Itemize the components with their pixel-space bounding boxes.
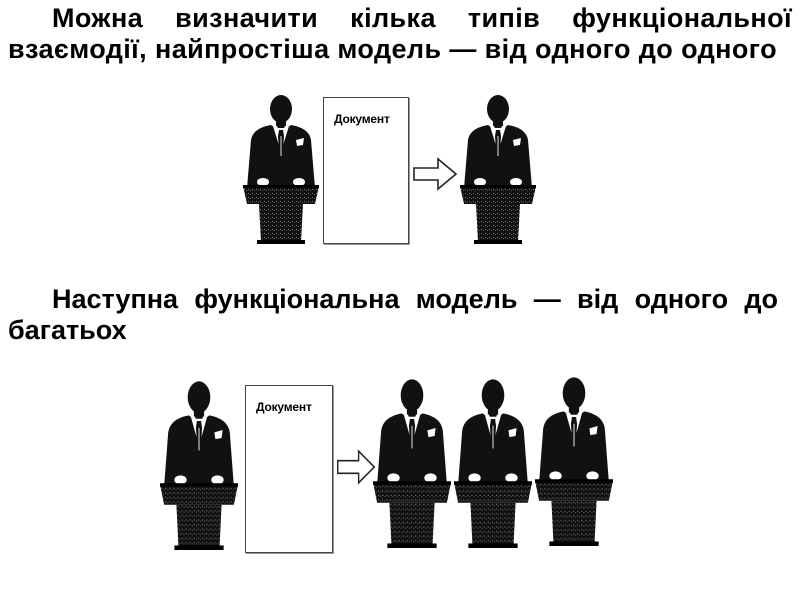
document-sheet: Документ [245,385,333,553]
hollow-right-arrow-icon [336,450,376,484]
speaker-at-podium-icon [454,379,532,548]
speaker-at-podium-icon [160,381,238,550]
speaker-at-podium-icon [243,95,319,244]
paragraph-one-to-many: Наступна функціональна модель — від одно… [8,284,778,345]
speaker-at-podium-icon [373,379,451,548]
speaker-at-podium-icon [460,95,536,244]
document-label: Документ [334,112,390,126]
document-label: Документ [256,400,312,414]
paragraph-one-to-one: Можна визначити кілька типів функціональ… [8,3,792,64]
hollow-right-arrow-icon [413,158,457,190]
document-sheet: Документ [323,97,409,244]
speaker-at-podium-icon [535,377,613,546]
